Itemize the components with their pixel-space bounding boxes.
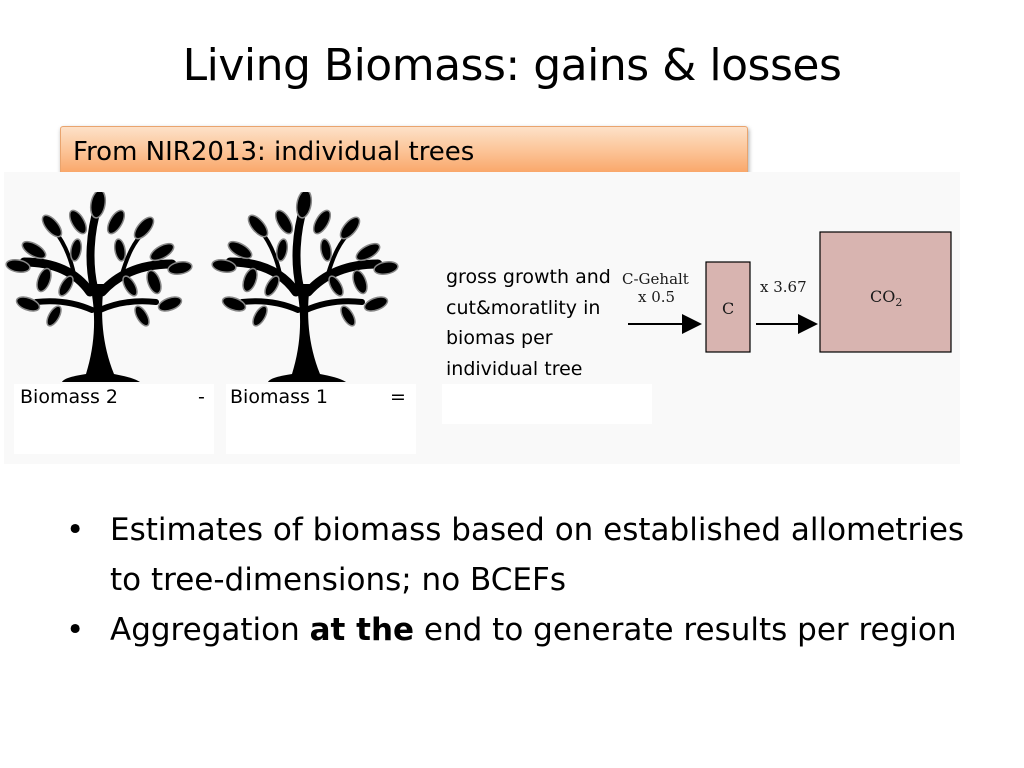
bullet-dot-icon: • <box>66 612 85 648</box>
co2-box <box>819 231 952 353</box>
bullet-text: end to generate results per region <box>414 612 957 648</box>
equals-operator: = <box>390 386 406 408</box>
tree-icon <box>4 192 194 384</box>
slide-title: Living Biomass: gains & losses <box>182 40 842 91</box>
subtitle-callout: From NIR2013: individual trees <box>60 126 748 176</box>
biomass-2-label: Biomass 2 <box>20 386 119 408</box>
bullet-bold-text: at the <box>309 612 415 648</box>
bullet-text: Aggregation <box>110 612 310 648</box>
factor-co2-label: x 3.67 <box>760 278 807 296</box>
growth-description: gross growth and cut&moratlity in biomas… <box>446 266 611 380</box>
tree-icon <box>210 192 400 384</box>
co2-box-label: CO <box>870 287 895 306</box>
bullet-text: Estimates of biomass based on establishe… <box>110 512 965 598</box>
co2-subscript: 2 <box>895 296 902 309</box>
bullet-dot-icon: • <box>66 512 85 548</box>
c-box-label: C <box>722 299 734 318</box>
biomass-1-label: Biomass 1 <box>230 386 329 408</box>
factor-c-label: x 0.5 <box>638 288 675 306</box>
c-gehalt-label: C-Gehalt <box>622 270 689 288</box>
bullet-item: • Aggregation at the end to generate res… <box>64 605 1004 655</box>
bullet-item: • Estimates of biomass based on establis… <box>64 505 1004 605</box>
bullet-list: • Estimates of biomass based on establis… <box>64 505 1004 655</box>
minus-operator: - <box>198 386 205 408</box>
carbon-conversion-flow: C-Gehalt x 0.5 C x 3.67 CO2 <box>622 231 952 353</box>
svg-text:CO2: CO2 <box>870 287 902 309</box>
c-box <box>705 261 751 353</box>
